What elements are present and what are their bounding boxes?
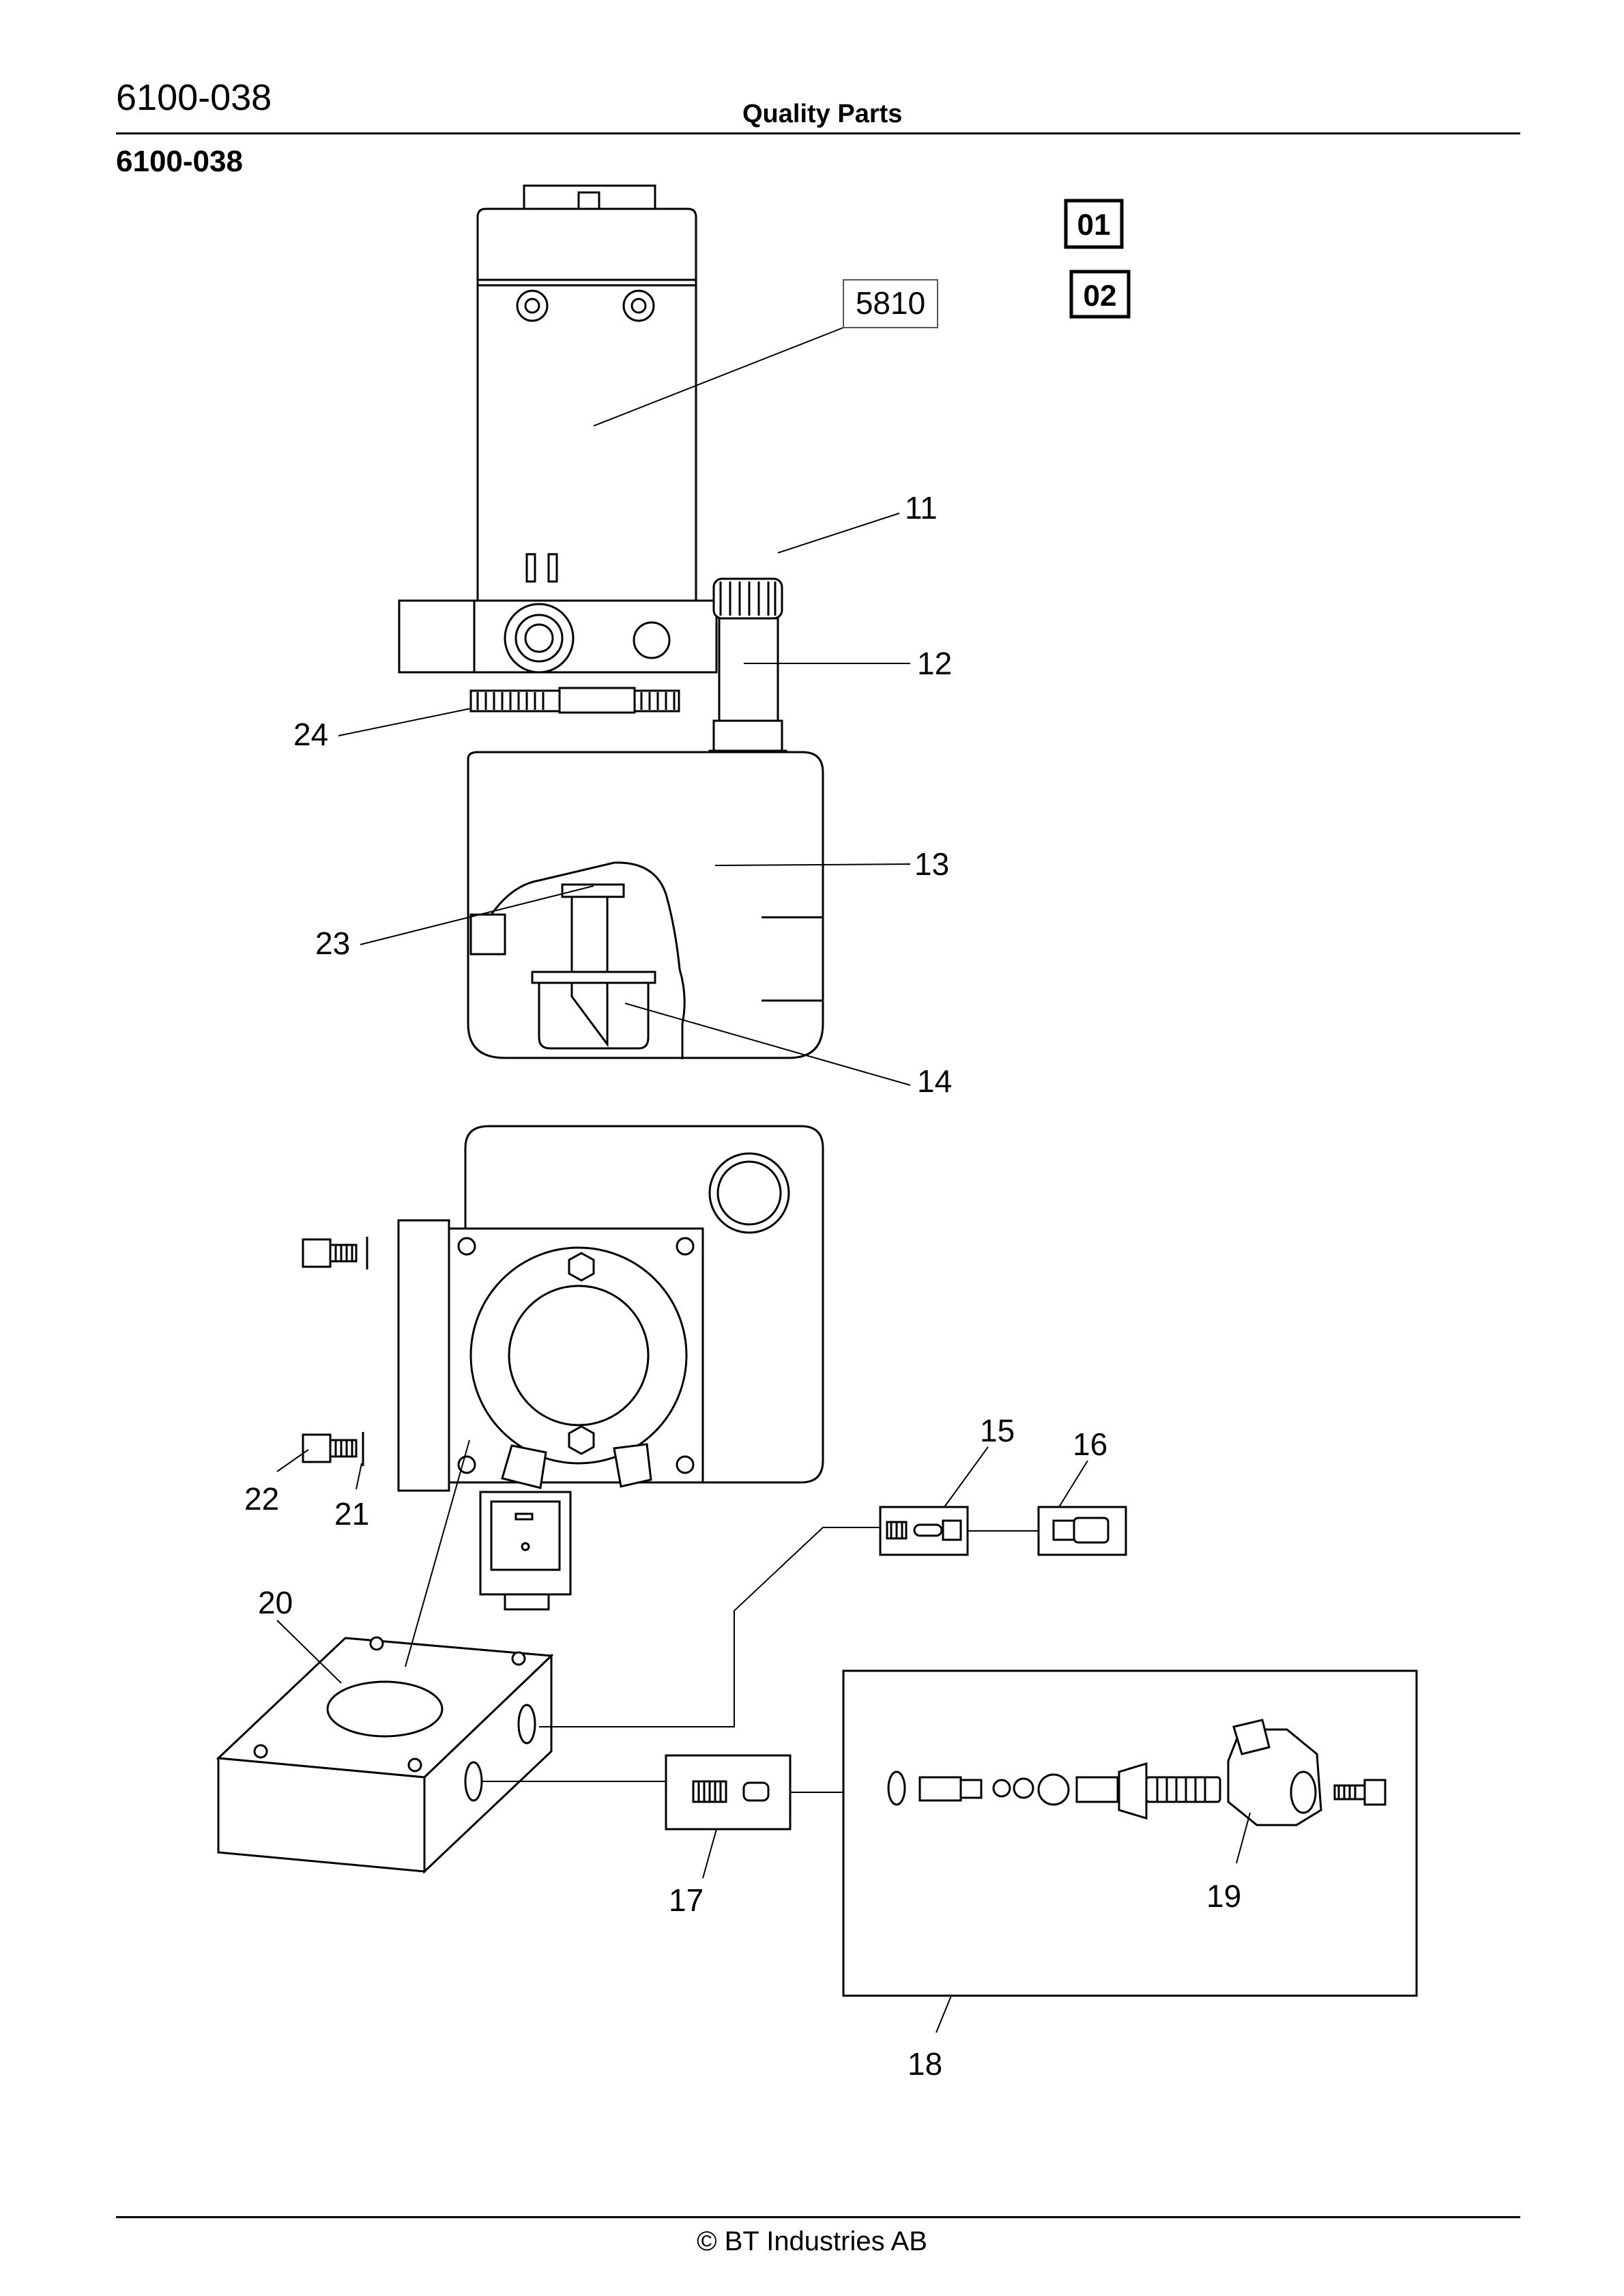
- parts-15-16: [539, 1506, 1127, 1727]
- footer-copyright: © BT Industries AB: [697, 2226, 927, 2256]
- part-17: [482, 1754, 843, 1831]
- pump-front-view: [302, 1125, 824, 1611]
- callout-24: 24: [293, 717, 328, 752]
- footer-divider: [116, 2216, 1520, 2218]
- callout-12: 12: [917, 646, 952, 681]
- variant-label-01: 01: [1077, 208, 1111, 242]
- callout-21: 21: [334, 1496, 369, 1532]
- variant-box-01: 01: [1064, 199, 1124, 249]
- callout-16: 16: [1073, 1426, 1107, 1462]
- reference-box-5810: 5810: [843, 279, 938, 328]
- callout-13: 13: [914, 846, 949, 882]
- page-title: Quality Parts: [742, 100, 903, 128]
- variant-label-02: 02: [1084, 279, 1117, 313]
- callout-numbers: 11 12 13 14 15 16 17 18 19 20 21 22 23 2…: [244, 490, 1241, 2082]
- callout-17: 17: [669, 1882, 704, 1918]
- callout-11: 11: [905, 490, 938, 526]
- diagram-code: 6100-038: [116, 145, 243, 178]
- callout-22: 22: [244, 1481, 279, 1517]
- callout-19: 19: [1206, 1878, 1241, 1914]
- callout-14: 14: [917, 1063, 952, 1099]
- reference-label: 5810: [856, 285, 925, 321]
- leader-lines: [276, 327, 1251, 2033]
- motor-assembly: [398, 184, 824, 1059]
- header-divider: [116, 132, 1520, 134]
- callout-20: 20: [258, 1585, 293, 1620]
- variant-box-02: 02: [1069, 270, 1131, 319]
- part-18-kit: [842, 1669, 1418, 1997]
- callout-15: 15: [980, 1413, 1015, 1448]
- callout-18: 18: [908, 2046, 942, 2082]
- page-code: 6100-038: [116, 77, 272, 118]
- callout-23: 23: [315, 925, 350, 961]
- valve-block: [216, 1636, 554, 1874]
